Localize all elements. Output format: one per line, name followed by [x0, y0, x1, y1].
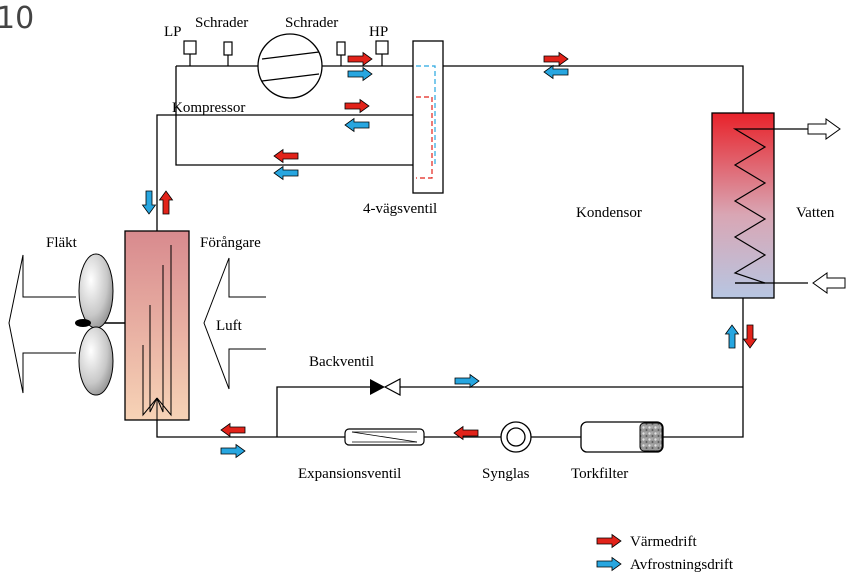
schrader-right-label: Schrader — [285, 15, 338, 31]
forangare-label: Förångare — [200, 235, 261, 251]
flow-arrows — [141, 51, 758, 459]
legend: Värmedrift Avfrostningsdrift — [596, 533, 734, 573]
air-in-arrow-icon — [203, 257, 266, 390]
check-valve — [370, 378, 401, 396]
defrost-flow-arrow-icon — [220, 443, 246, 459]
heating-flow-arrow-icon — [158, 190, 174, 215]
lp-switch — [183, 40, 197, 66]
schrader-valve-right — [336, 41, 346, 66]
kompressor-label: Kompressor — [172, 100, 245, 116]
suction-pipe — [175, 66, 413, 166]
legend-heating-arrow-icon — [596, 533, 622, 549]
condenser-bottom-pipe — [663, 298, 744, 438]
defrost-flow-arrow-icon — [724, 324, 740, 349]
condenser — [711, 112, 808, 299]
fan — [75, 253, 125, 396]
legend-heating-label: Värmedrift — [630, 534, 697, 550]
heating-flow-arrow-icon — [742, 324, 758, 349]
schrader-left-label: Schrader — [195, 15, 248, 31]
evaporator-top-pipe — [156, 114, 413, 231]
lp-label: LP — [164, 24, 182, 40]
heating-flow-arrow-icon — [220, 422, 246, 438]
water-outlet-arrow-icon — [807, 118, 841, 140]
legend-defrost-label: Avfrostningsdrift — [630, 557, 734, 573]
synglas-label: Synglas — [482, 466, 530, 482]
torkfilter-label: Torkfilter — [571, 466, 628, 482]
filter-drier — [580, 421, 664, 453]
heating-flow-arrow-icon — [344, 98, 370, 114]
flakt-label: Fläkt — [46, 235, 78, 251]
air-out-arrow-icon — [8, 254, 76, 394]
defrost-flow-arrow-icon — [543, 64, 569, 80]
bypass-pipe-left — [276, 386, 370, 437]
expansion-valve — [344, 428, 425, 446]
schrader-valve-left — [223, 41, 233, 66]
water-inlet-arrow-icon — [812, 272, 846, 294]
hp-switch — [375, 40, 389, 66]
defrost-flow-arrow-icon — [347, 66, 373, 82]
defrost-flow-arrow-icon — [454, 373, 480, 389]
piping — [156, 65, 744, 438]
expansion-evaporator-pipe — [156, 420, 345, 438]
heating-flow-arrow-icon — [453, 425, 479, 441]
heating-flow-arrow-icon — [347, 51, 373, 67]
defrost-flow-arrow-icon — [273, 165, 299, 181]
four-way-valve — [412, 40, 444, 194]
kondensor-label: Kondensor — [576, 205, 642, 221]
vatten-label: Vatten — [796, 205, 835, 221]
corner-number: 10 — [0, 1, 34, 36]
compressor-body — [257, 33, 323, 99]
defrost-flow-arrow-icon — [344, 117, 370, 133]
condenser-top-pipe — [443, 65, 744, 113]
expansionsventil-label: Expansionsventil — [298, 466, 401, 482]
luft-label: Luft — [216, 318, 243, 334]
legend-defrost-arrow-icon — [596, 556, 622, 572]
heating-flow-arrow-icon — [273, 148, 299, 164]
evaporator — [124, 230, 190, 421]
hp-label: HP — [369, 24, 388, 40]
defrost-flow-arrow-icon — [141, 190, 157, 215]
heating-flow-arrow-icon — [543, 51, 569, 67]
fyrvagsventil-label: 4-vägsventil — [363, 201, 437, 217]
sight-glass — [500, 421, 532, 453]
backventil-label: Backventil — [309, 354, 374, 370]
compressor — [257, 33, 323, 99]
